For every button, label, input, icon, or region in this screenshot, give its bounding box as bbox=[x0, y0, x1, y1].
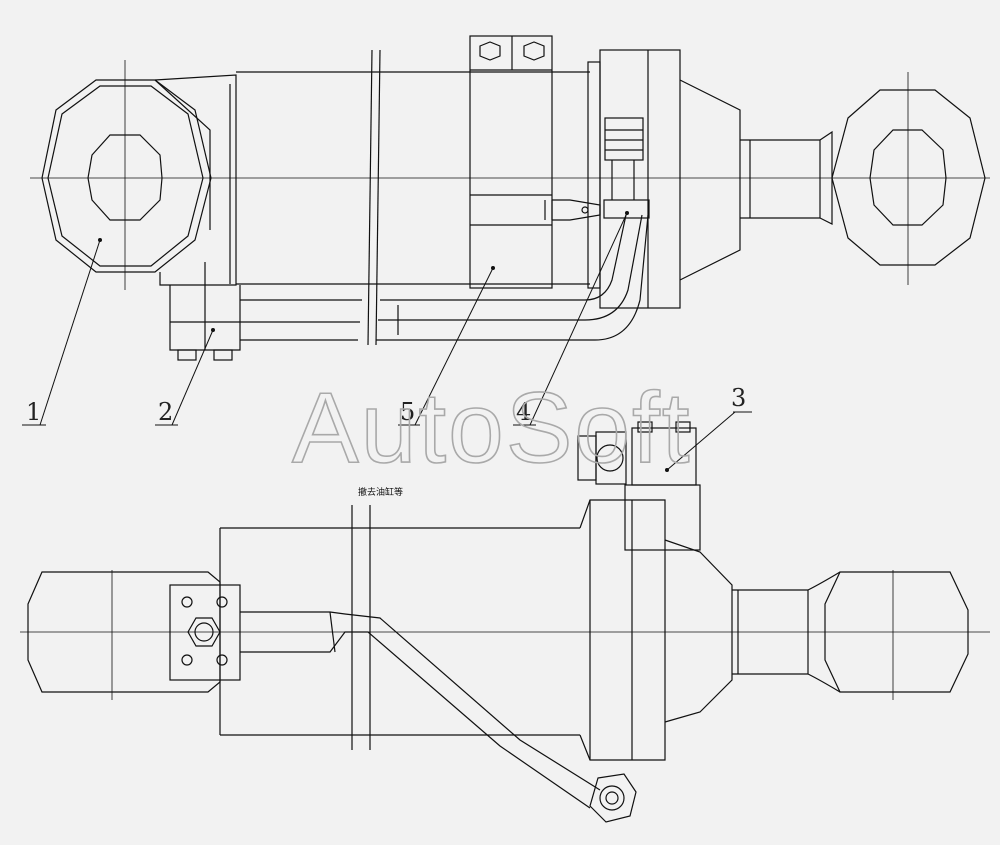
callout-1: 1 bbox=[26, 398, 41, 426]
port-flange bbox=[169, 584, 241, 681]
drawing-note: 撤去油缸等 bbox=[358, 486, 403, 498]
cylinder-barrel bbox=[236, 49, 590, 346]
accessory-block bbox=[577, 421, 701, 551]
head-flange bbox=[587, 49, 741, 309]
bottom-piston-rod bbox=[732, 571, 841, 693]
right-clevis bbox=[824, 571, 969, 693]
callout-3: 3 bbox=[731, 384, 746, 412]
mount-bracket bbox=[169, 262, 241, 361]
callout-5: 5 bbox=[400, 398, 415, 426]
callout-4: 4 bbox=[516, 398, 531, 426]
oil-pipe-top bbox=[240, 214, 649, 341]
bottom-view bbox=[20, 421, 990, 823]
left-clevis bbox=[27, 571, 221, 693]
top-view bbox=[30, 35, 990, 361]
watermark-text: AutoSoft bbox=[292, 372, 692, 484]
left-rod-eye bbox=[41, 79, 212, 273]
clamp-block bbox=[469, 35, 553, 289]
right-rod-eye bbox=[831, 89, 986, 266]
pipe-elbow bbox=[589, 773, 637, 823]
callout-2: 2 bbox=[158, 398, 173, 426]
leader-lines bbox=[22, 212, 752, 471]
